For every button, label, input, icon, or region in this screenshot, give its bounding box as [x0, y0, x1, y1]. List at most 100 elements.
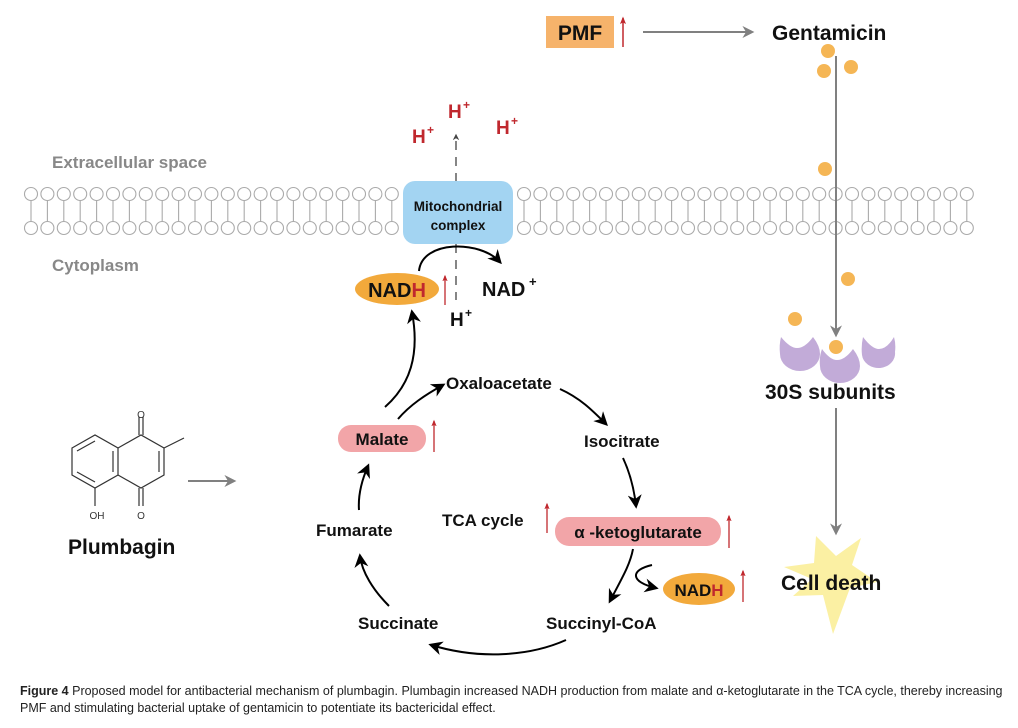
lipid-head — [73, 186, 88, 202]
lipid-head — [746, 220, 761, 236]
lipid-head — [549, 220, 564, 236]
lipid-head — [598, 220, 614, 236]
lipid-head — [286, 186, 301, 202]
gentamicin-molecule — [817, 64, 831, 78]
nad-plus-label: NAD + — [482, 274, 537, 301]
tca-node-isocitrate: Isocitrate — [584, 432, 660, 451]
lipid-head — [844, 220, 860, 236]
svg-text:+: + — [463, 98, 470, 112]
plumbagin-structure-icon — [71, 417, 185, 506]
lipid-head — [877, 220, 892, 236]
lipid-head — [302, 186, 317, 202]
lipid-head — [664, 186, 679, 202]
lipid-head — [155, 220, 170, 236]
svg-text:α -ketoglutarate: α -ketoglutarate — [574, 523, 702, 542]
svg-text:PMF: PMF — [558, 22, 603, 45]
lipid-head — [187, 220, 203, 236]
lipid-head — [533, 220, 548, 236]
lipid-head — [187, 186, 203, 202]
figure-caption-text: Proposed model for antibacterial mechani… — [20, 684, 1003, 715]
lipid-head — [138, 220, 153, 236]
lipid-head — [615, 220, 630, 236]
ribosome-30s — [861, 337, 896, 369]
lipid-head — [894, 186, 909, 202]
lipid-head — [73, 220, 88, 236]
lipid-head — [253, 186, 268, 202]
lipid-head — [648, 220, 663, 236]
lipid-head — [220, 220, 235, 236]
lipid-head — [959, 220, 974, 236]
lipid-head — [861, 220, 876, 236]
gentamicin-molecule — [788, 312, 802, 326]
lipid-head — [795, 220, 810, 236]
lipid-head — [779, 186, 794, 202]
proton-extracellular-2: H + — [448, 98, 470, 123]
lipid-head — [122, 186, 137, 202]
svg-text:H: H — [448, 102, 462, 123]
mitochondrial-complex: Mitochondrial complex — [403, 181, 513, 244]
cell-death-label: Cell death — [781, 572, 881, 595]
tca-node-malate: Malate — [338, 425, 426, 452]
tca-node-succinate: Succinate — [358, 614, 438, 633]
lipid-head — [335, 186, 350, 202]
lipid-head — [943, 186, 958, 202]
lipid-head — [368, 220, 383, 236]
lipid-head — [910, 186, 925, 202]
lipid-head — [105, 220, 121, 236]
membrane-bilayer-left — [23, 186, 399, 236]
lipid-head — [762, 220, 778, 236]
lipid-head — [566, 186, 581, 202]
svg-text:NADH: NADH — [368, 280, 426, 302]
lipid-head — [286, 220, 301, 236]
nadh-upper-badge: NADH — [355, 273, 439, 305]
lipid-head — [615, 186, 630, 202]
lipid-head — [664, 220, 679, 236]
lipid-head — [762, 186, 778, 202]
lipid-head — [40, 220, 55, 236]
lipid-head — [237, 186, 252, 202]
lipid-head — [138, 186, 153, 202]
lipid-head — [713, 186, 728, 202]
tca-cycle-label: TCA cycle — [442, 511, 524, 530]
tca-node-alpha-ketoglutarate: α -ketoglutarate — [555, 517, 721, 546]
plumbagin-label: Plumbagin — [68, 536, 175, 559]
lipid-head — [351, 186, 367, 202]
lipid-head — [730, 186, 745, 202]
lipid-head — [155, 186, 170, 202]
lipid-head — [89, 186, 104, 202]
lipid-head — [779, 220, 794, 236]
lipid-head — [40, 186, 55, 202]
lipid-head — [319, 220, 334, 236]
lipid-head — [582, 220, 597, 236]
mechanism-diagram: Extracellular space Cytoplasm H + H + H … — [23, 16, 974, 656]
plumbagin-carbonyl-o-top: O — [137, 410, 145, 421]
lipid-head — [533, 186, 548, 202]
svg-text:H: H — [412, 127, 426, 148]
lipid-head — [812, 186, 827, 202]
lipid-head — [516, 220, 532, 236]
lipid-head — [631, 220, 646, 236]
lipid-head — [844, 186, 860, 202]
plumbagin-hydroxyl: OH — [90, 511, 105, 522]
mitochondrial-complex-line2: complex — [431, 218, 486, 233]
oxaloacetate-to-isocitrate-arrow — [559, 388, 608, 426]
gentamicin-molecule — [844, 60, 858, 74]
lipid-head — [549, 186, 564, 202]
lipid-head — [861, 186, 876, 202]
lipid-head — [351, 220, 367, 236]
cell-death-star-icon — [784, 536, 877, 634]
svg-text:+: + — [465, 306, 472, 320]
lipid-head — [680, 186, 696, 202]
ribosome-30s — [819, 349, 860, 383]
svg-text:NAD: NAD — [482, 279, 525, 301]
svg-text:H: H — [496, 118, 510, 139]
lipid-head — [204, 220, 219, 236]
akg-nadh-side-arrow — [635, 564, 659, 593]
lipid-head — [384, 220, 399, 236]
ribosome-30s — [779, 337, 820, 371]
lipid-head — [648, 186, 663, 202]
lipid-head — [697, 186, 712, 202]
svg-text:+: + — [427, 123, 434, 137]
lipid-head — [171, 186, 186, 202]
lipid-head — [680, 220, 696, 236]
